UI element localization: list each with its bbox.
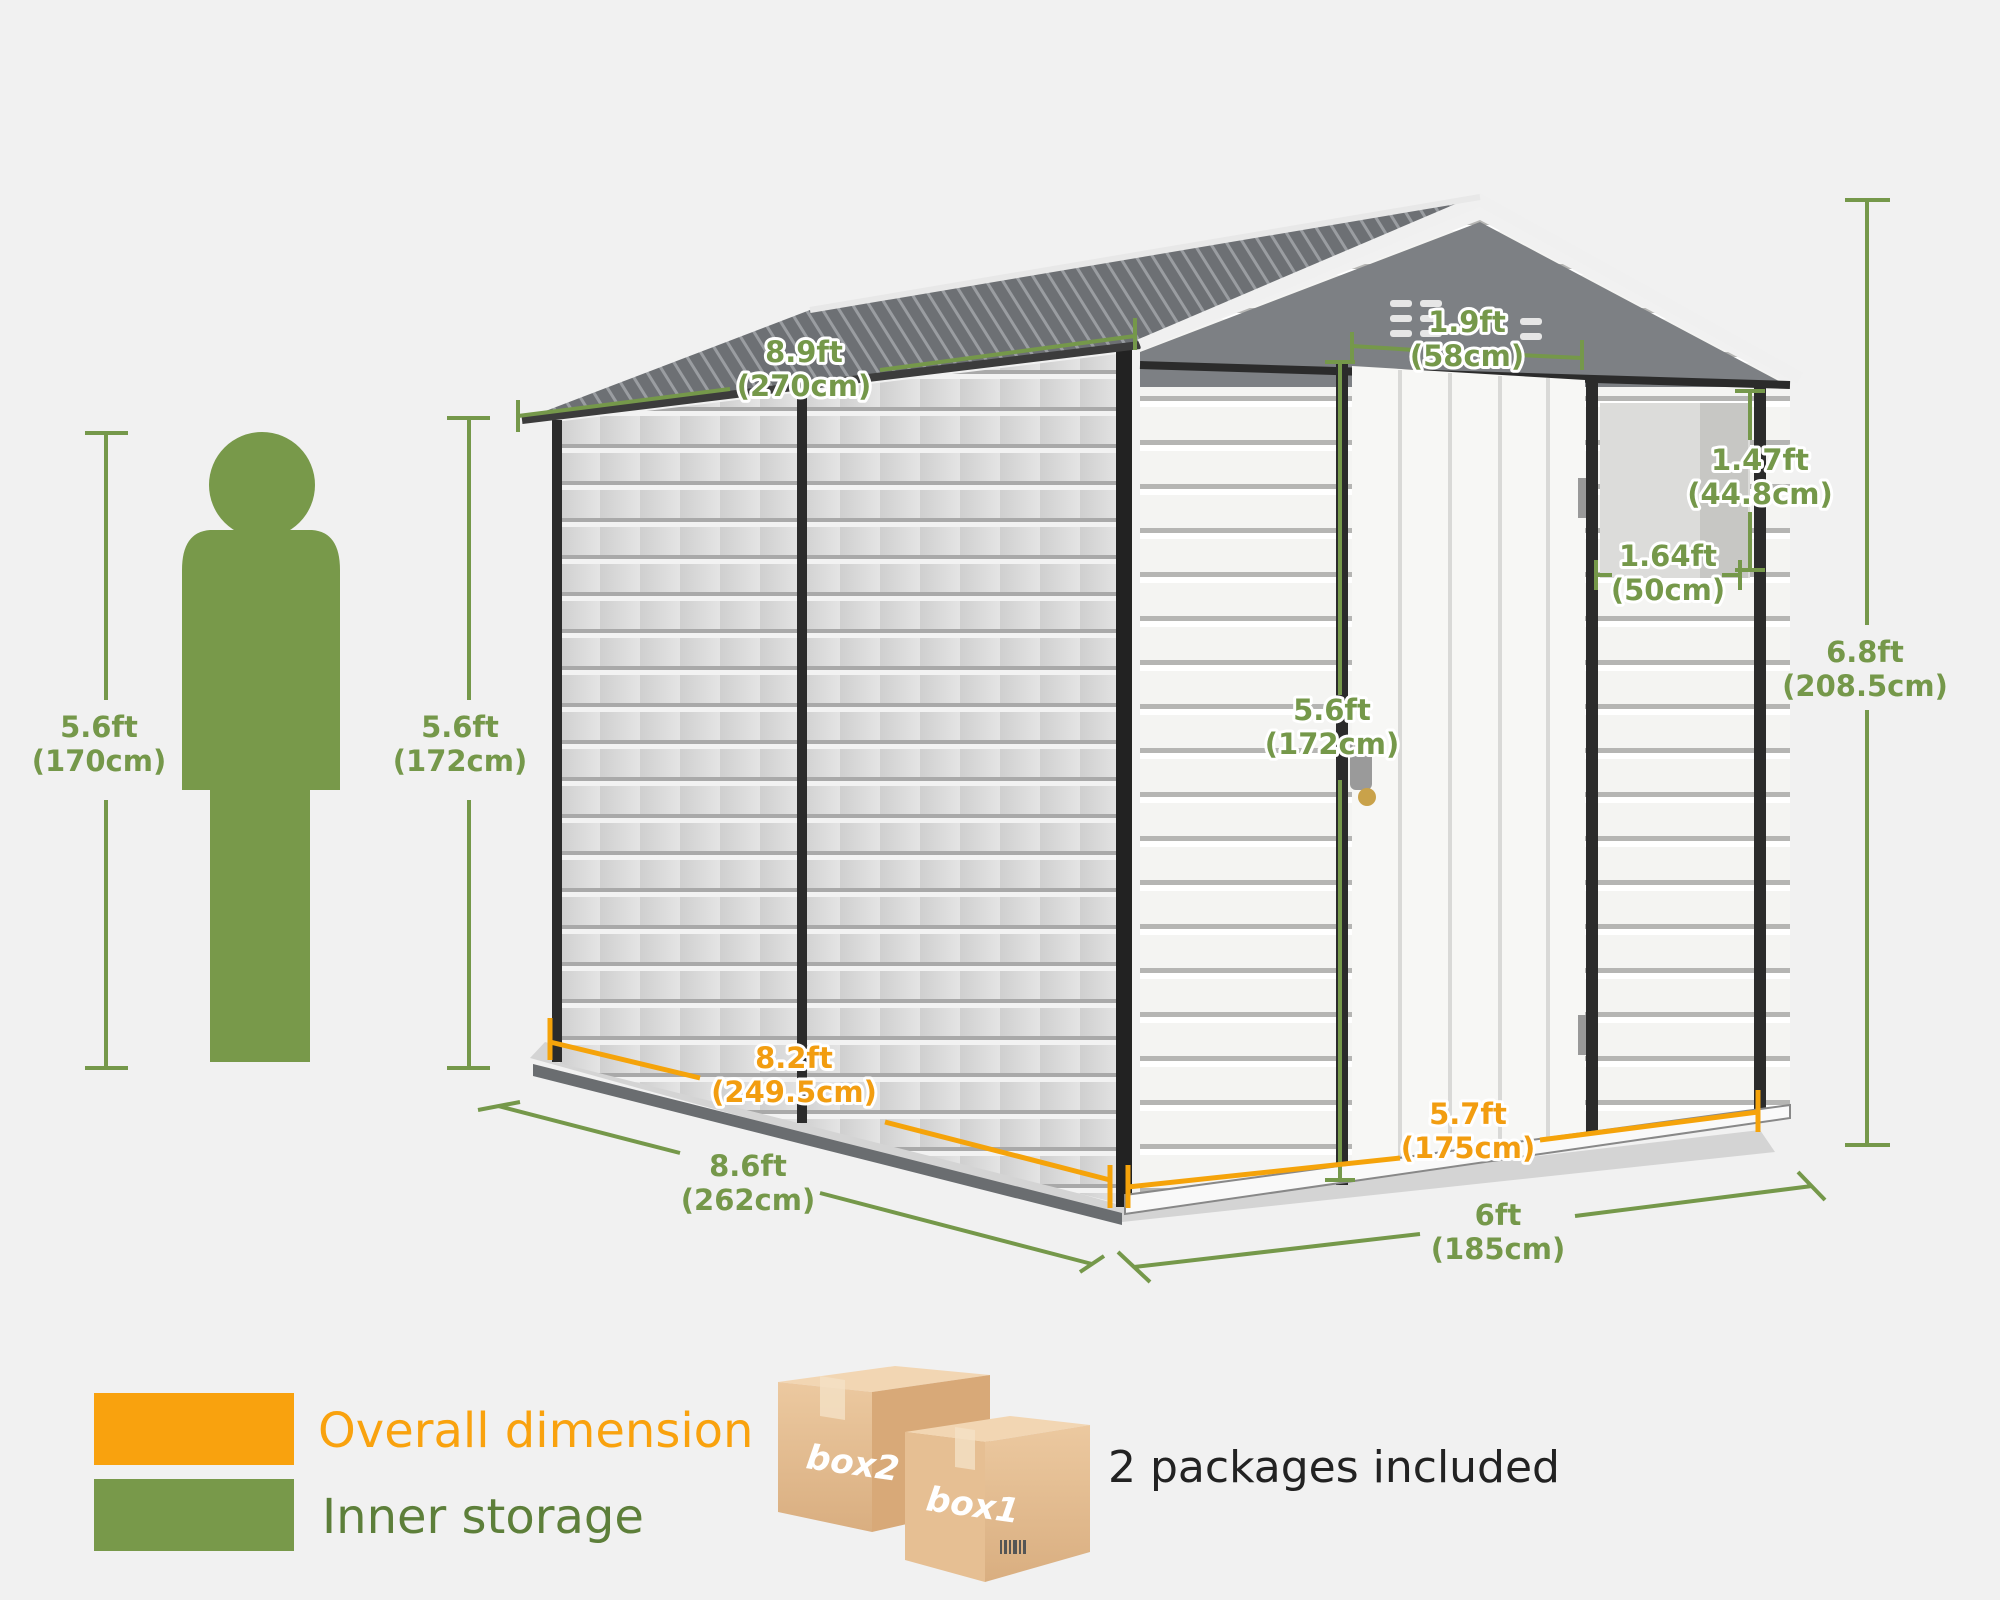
box1-icon: box1 — [905, 1416, 1090, 1582]
wall-height-dimension: 5.6ft (172cm) — [393, 416, 527, 1070]
wall-height-ft: 5.6ft — [421, 710, 499, 744]
window-width-cm: (50cm) — [1611, 573, 1725, 607]
gable-vents — [1390, 300, 1542, 340]
front-gable — [1140, 222, 1790, 387]
person-height-dimension: 5.6ft (170cm) — [32, 431, 166, 1070]
door-height-ft: 5.6ft — [1293, 693, 1371, 727]
door-width-cm: (58cm) — [1410, 339, 1524, 373]
window-width-dimension: 1.64ft (50cm) — [1594, 536, 1742, 610]
inner-width-ft: 5.7ft — [1429, 1097, 1507, 1131]
inner-width-cm: (175cm) — [1401, 1131, 1535, 1165]
inner-width-dimension: 5.7ft (175cm) — [1125, 1090, 1761, 1208]
wall-height-cm: (172cm) — [393, 744, 527, 778]
padlock-icon — [1358, 788, 1376, 806]
base-length-cm: (262cm) — [681, 1183, 815, 1217]
legend: Overall dimension Inner storage — [94, 1393, 753, 1551]
inner-length-cm: (249.5cm) — [711, 1075, 877, 1109]
door[interactable] — [1352, 366, 1585, 1178]
roof-ridge — [809, 194, 1481, 313]
person-body — [182, 530, 340, 1062]
door-width-dimension: 1.9ft (58cm) — [1350, 302, 1584, 376]
barcode-icon — [1000, 1540, 1026, 1554]
side-base-rail — [533, 1064, 1122, 1225]
door-height-dimension: 5.6ft (172cm) — [1262, 360, 1402, 1182]
person-silhouette — [182, 432, 340, 1062]
side-wall — [555, 353, 1125, 1205]
base-width-ft: 6ft — [1475, 1198, 1522, 1232]
window-height-cm: (44.8cm) — [1687, 477, 1832, 511]
person-height-ft: 5.6ft — [60, 710, 138, 744]
door-hinge-bottom — [1578, 1015, 1586, 1055]
door-handle[interactable] — [1350, 740, 1372, 790]
shed-illustration — [521, 193, 1803, 1225]
roof-eave — [521, 341, 1141, 424]
person-height-cm: (170cm) — [32, 744, 166, 778]
roof-side-panel — [522, 197, 1480, 420]
legend-inner-swatch — [94, 1479, 294, 1551]
packages-illustration: box2 box1 2 packages included — [778, 1366, 1560, 1582]
roof-length-ft: 8.9ft — [765, 335, 843, 369]
base-width-dimension: 6ft (185cm) — [1116, 1170, 1827, 1284]
door-hinge-top — [1578, 478, 1586, 518]
window-height-ft: 1.47ft — [1711, 443, 1809, 477]
base-width-cm: (185cm) — [1431, 1232, 1565, 1266]
door-height-cm: (172cm) — [1265, 727, 1399, 761]
door-ribs — [1398, 370, 1550, 1170]
total-height-dimension: 6.8ft (208.5cm) — [1782, 198, 1948, 1147]
total-height-cm: (208.5cm) — [1782, 669, 1948, 703]
door-width-ft: 1.9ft — [1428, 305, 1506, 339]
roof-length-dimension: 8.9ft (270cm) — [516, 318, 1137, 432]
window-height-dimension: 1.47ft (44.8cm) — [1684, 389, 1836, 572]
base-length-ft: 8.6ft — [709, 1149, 787, 1183]
person-head — [209, 432, 315, 538]
base-length-dimension: 8.6ft (262cm) — [477, 1100, 1106, 1274]
legend-inner-label: Inner storage — [322, 1489, 644, 1545]
total-height-ft: 6.8ft — [1826, 635, 1904, 669]
floor-shadow — [530, 1042, 1775, 1222]
legend-overall-label: Overall dimension — [318, 1403, 753, 1459]
packages-caption: 2 packages included — [1108, 1442, 1560, 1493]
inner-length-dimension: 8.2ft (249.5cm) — [547, 1018, 1113, 1208]
legend-overall-swatch — [94, 1393, 294, 1465]
window-width-ft: 1.64ft — [1619, 539, 1717, 573]
roof-length-cm: (270cm) — [737, 369, 871, 403]
inner-length-ft: 8.2ft — [755, 1041, 833, 1075]
